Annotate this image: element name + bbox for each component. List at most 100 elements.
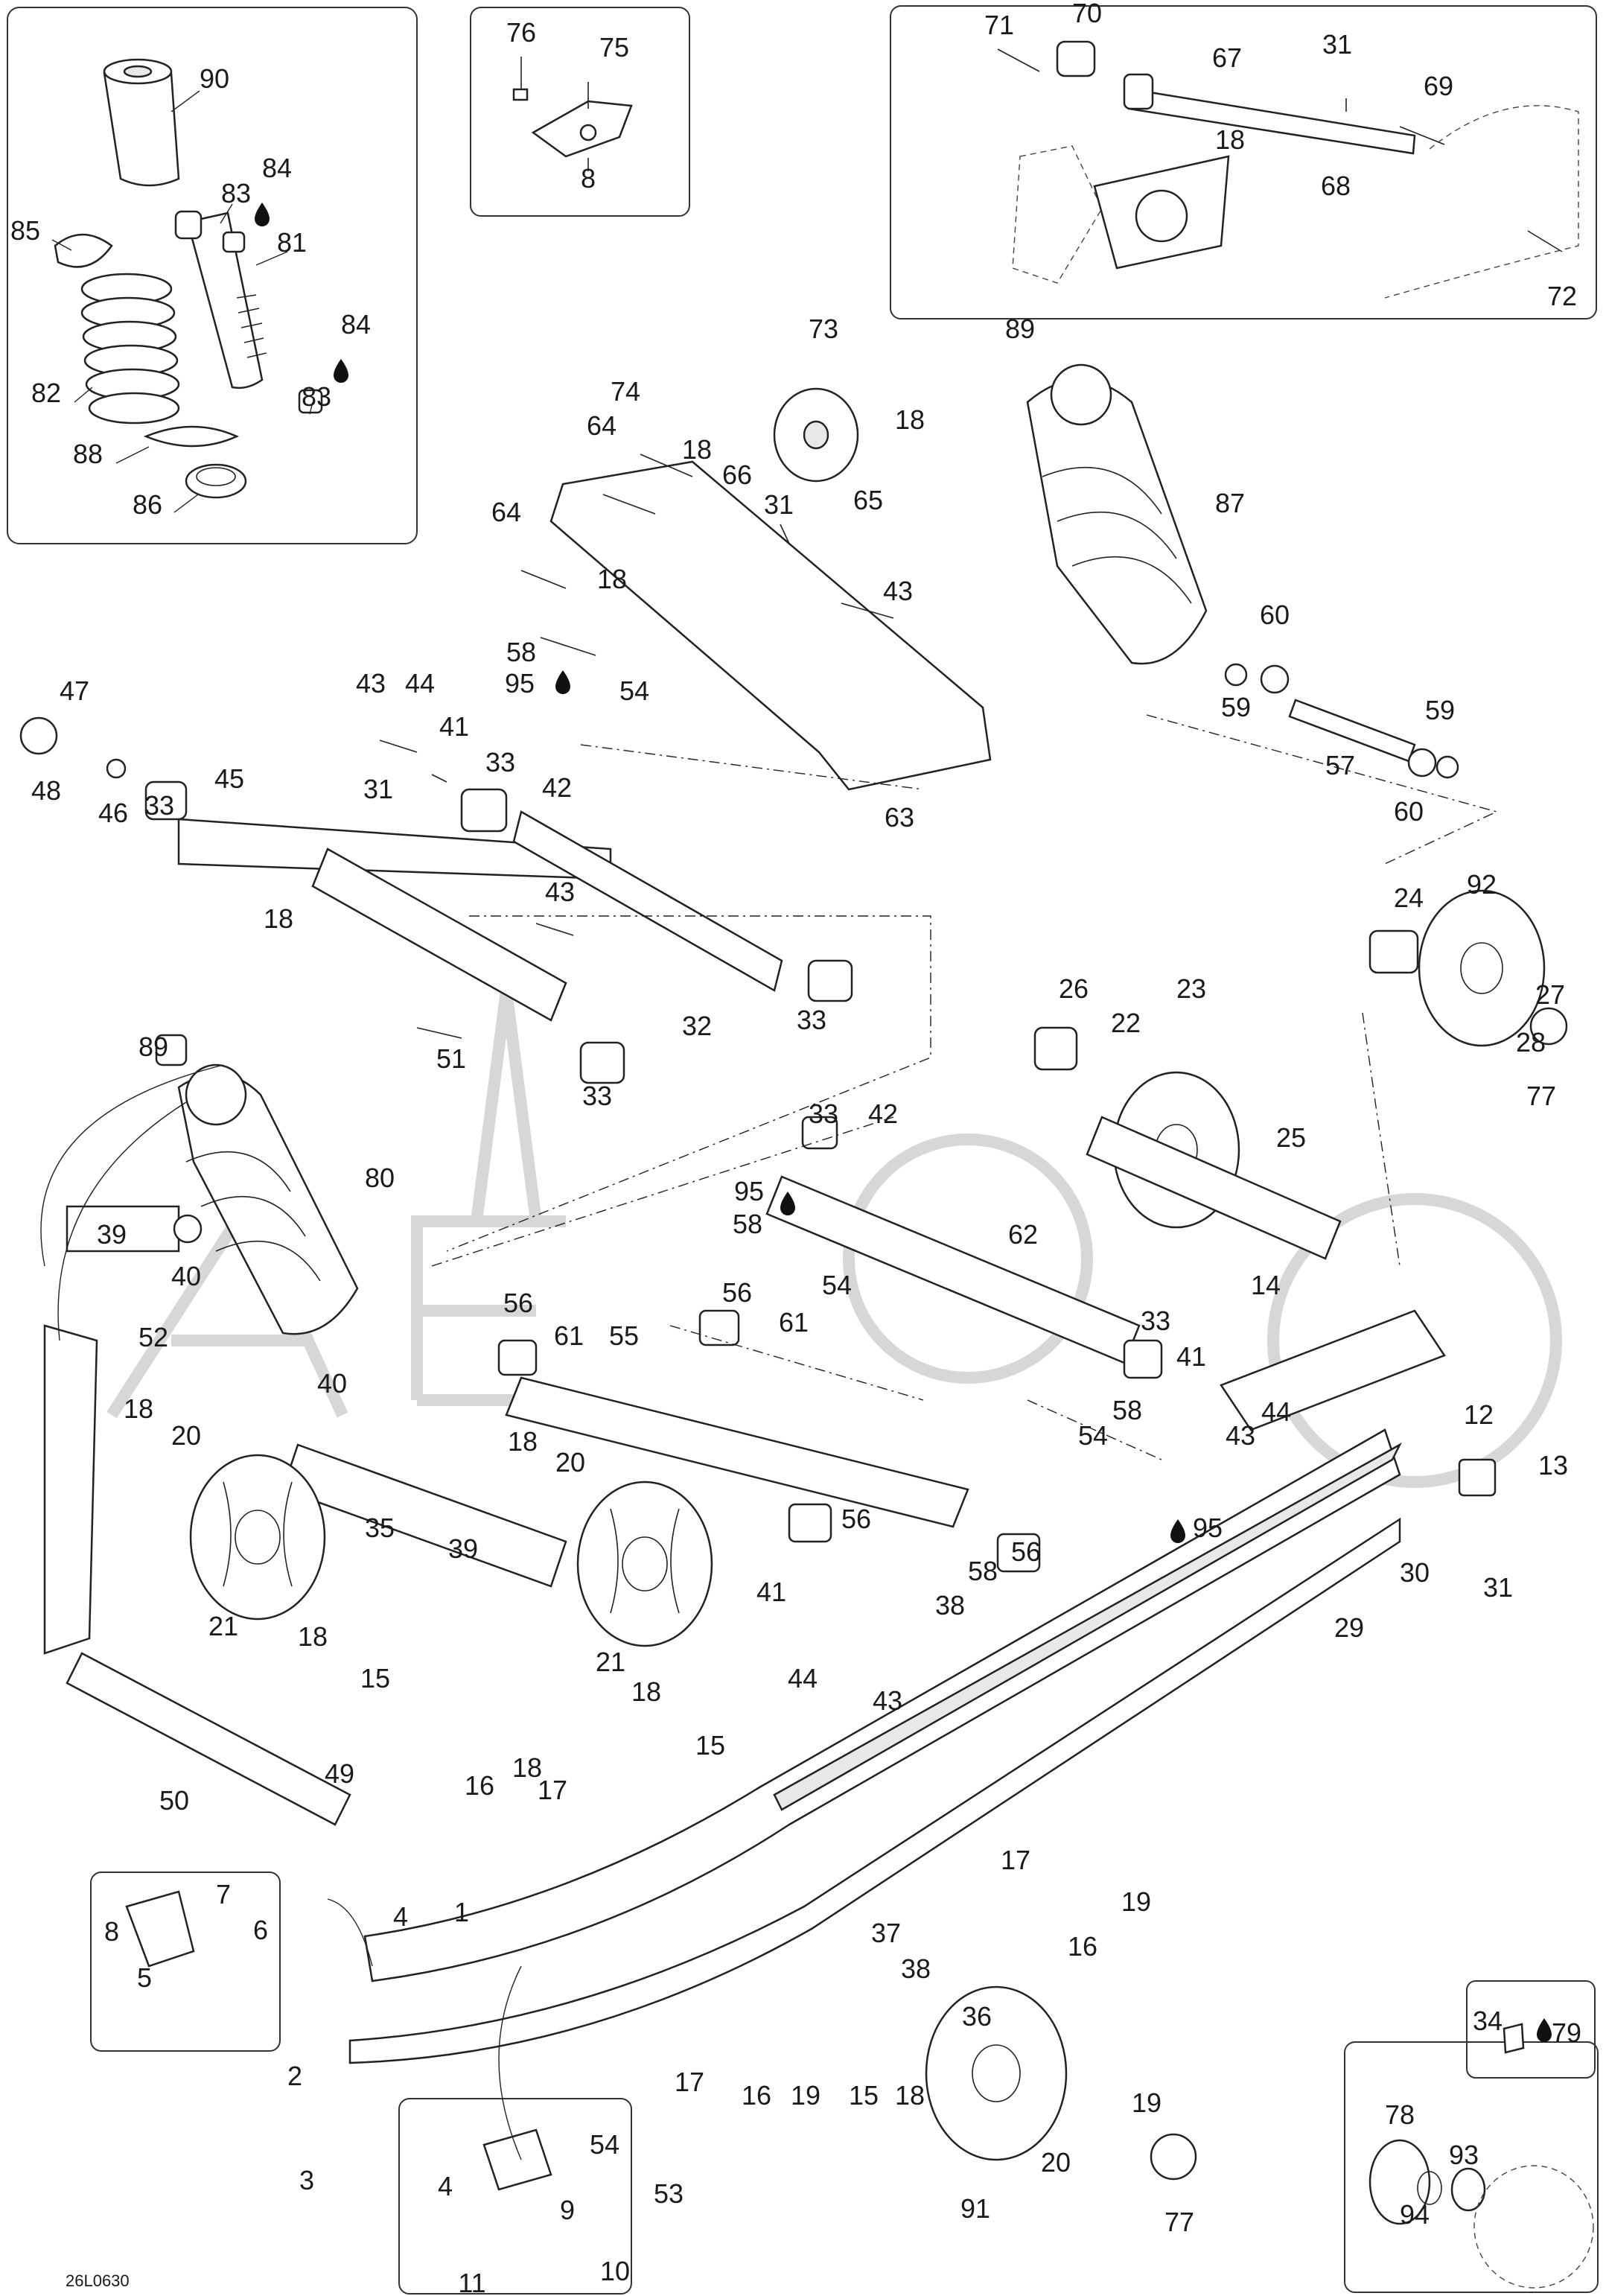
part-number-label: 28 xyxy=(1516,1027,1546,1058)
center-arm-assembly xyxy=(281,670,1185,1588)
part-number-label: 89 xyxy=(138,1031,168,1062)
shock-absorber-detail xyxy=(51,58,348,513)
part-number-label: 11 xyxy=(458,2268,485,2296)
part-number-label: 12 xyxy=(1464,1399,1494,1430)
arm-55 xyxy=(505,1376,969,1528)
part-number-label: 76 xyxy=(506,17,536,48)
part-number-label: 58 xyxy=(1112,1395,1142,1425)
part-number-label: 84 xyxy=(262,153,292,183)
part-number-label: 54 xyxy=(822,1270,852,1300)
part-number-label: 27 xyxy=(1535,979,1565,1010)
part-number-label: 77 xyxy=(1164,2207,1194,2237)
part-number-label: 41 xyxy=(756,1577,786,1607)
tube-67 xyxy=(1127,88,1416,155)
part-number-label: 7 xyxy=(216,1879,231,1909)
part-number-label: 80 xyxy=(365,1163,395,1193)
part-number-label: 4 xyxy=(393,1901,408,1932)
part-number-label: 54 xyxy=(590,2129,619,2160)
front-block-5 xyxy=(125,1890,195,1968)
torque-arm-detail xyxy=(997,40,1579,299)
shock-87 xyxy=(1026,363,1208,665)
part-number-label: 53 xyxy=(654,2178,683,2209)
part-number-label: 93 xyxy=(1449,2140,1479,2170)
front-shock-assembly xyxy=(40,1034,359,1826)
part-number-label: 59 xyxy=(1425,695,1455,725)
part-number-label: 35 xyxy=(365,1513,395,1543)
part-number-label: 81 xyxy=(277,227,307,258)
grease-drop-icon xyxy=(1170,1519,1185,1543)
part-number-label: 79 xyxy=(1552,2017,1581,2048)
detail-frames xyxy=(7,5,1599,2295)
part-number-label: 37 xyxy=(871,1918,901,1948)
grease-fitting-detail-box xyxy=(1466,1980,1596,2079)
bracket-75-detail xyxy=(512,57,633,171)
part-number-label: 19 xyxy=(1132,2087,1162,2118)
part-number-label: 18 xyxy=(895,2080,925,2111)
arm-42 xyxy=(512,810,783,992)
part-number-label: 86 xyxy=(133,489,162,520)
part-number-label: 33 xyxy=(144,790,174,821)
part-number-label: 22 xyxy=(1111,1008,1141,1038)
slider-clip-detail-box xyxy=(398,2098,632,2295)
bearing-detail-box xyxy=(1344,2041,1599,2293)
part-number-label: 44 xyxy=(405,668,435,699)
part-number-label: 58 xyxy=(733,1209,762,1239)
part-number-label: 8 xyxy=(104,1916,119,1947)
part-number-label: 67 xyxy=(1212,42,1242,73)
part-number-label: 56 xyxy=(841,1504,871,1534)
part-number-label: 82 xyxy=(31,378,61,408)
part-number-label: 16 xyxy=(1068,1931,1097,1962)
part-number-label: 13 xyxy=(1538,1450,1568,1481)
arm-32 xyxy=(311,848,567,1022)
part-number-label: 95 xyxy=(734,1176,764,1206)
part-number-label: 95 xyxy=(505,668,535,699)
slider-29 xyxy=(773,1442,1402,1811)
shock-body-81 xyxy=(186,212,264,389)
part-number-label: 75 xyxy=(599,32,629,63)
part-number-label: 55 xyxy=(609,1320,639,1351)
part-number-label: 64 xyxy=(491,497,521,527)
part-number-label: 94 xyxy=(1400,2199,1430,2230)
part-number-label: 18 xyxy=(508,1426,538,1457)
part-number-label: 15 xyxy=(695,1730,725,1761)
part-number-label: 56 xyxy=(503,1288,533,1318)
part-number-label: 77 xyxy=(1526,1081,1556,1111)
part-number-label: 83 xyxy=(302,381,331,412)
part-number-label: 5 xyxy=(137,1962,152,1993)
part-number-label: 33 xyxy=(582,1081,612,1111)
part-number-label: 56 xyxy=(1011,1536,1041,1567)
part-number-label: 74 xyxy=(611,376,640,407)
part-number-label: 40 xyxy=(317,1368,347,1399)
part-number-label: 70 xyxy=(1072,0,1102,28)
part-number-label: 17 xyxy=(675,2067,704,2097)
part-number-label: 18 xyxy=(298,1621,328,1652)
grease-fitting-34 xyxy=(1503,2023,1525,2054)
part-number-label: 18 xyxy=(1215,124,1245,155)
wheel-92 xyxy=(1418,889,1546,1047)
part-number-label: 1 xyxy=(454,1897,469,1927)
part-number-label: 33 xyxy=(1141,1306,1170,1336)
part-number-label: 41 xyxy=(439,711,469,742)
grease-drop-icon xyxy=(1537,2018,1552,2042)
idler-wheels xyxy=(189,889,1568,2181)
part-number-label: 20 xyxy=(555,1447,585,1478)
upper-mount-assembly xyxy=(520,363,1499,865)
rail-2 xyxy=(348,1517,1401,2064)
block-detail-box xyxy=(90,1872,281,2052)
wheel-21-left xyxy=(189,1454,326,1621)
part-number-label: 50 xyxy=(159,1785,189,1816)
part-number-label: 47 xyxy=(60,675,89,706)
arm-detail-box xyxy=(890,5,1597,319)
part-number-label: 16 xyxy=(465,1770,494,1801)
part-number-label: 39 xyxy=(97,1219,127,1250)
part-number-label: 19 xyxy=(1121,1886,1151,1917)
part-number-label: 30 xyxy=(1400,1557,1430,1588)
part-number-label: 45 xyxy=(214,763,244,794)
part-number-label: 43 xyxy=(873,1685,902,1716)
part-number-label: 54 xyxy=(1078,1420,1108,1451)
link-52 xyxy=(43,1324,98,1655)
part-number-label: 59 xyxy=(1221,692,1251,722)
part-number-label: 87 xyxy=(1215,488,1245,518)
rear-plate-14 xyxy=(1220,1309,1446,1431)
tube-39 xyxy=(66,1205,180,1253)
